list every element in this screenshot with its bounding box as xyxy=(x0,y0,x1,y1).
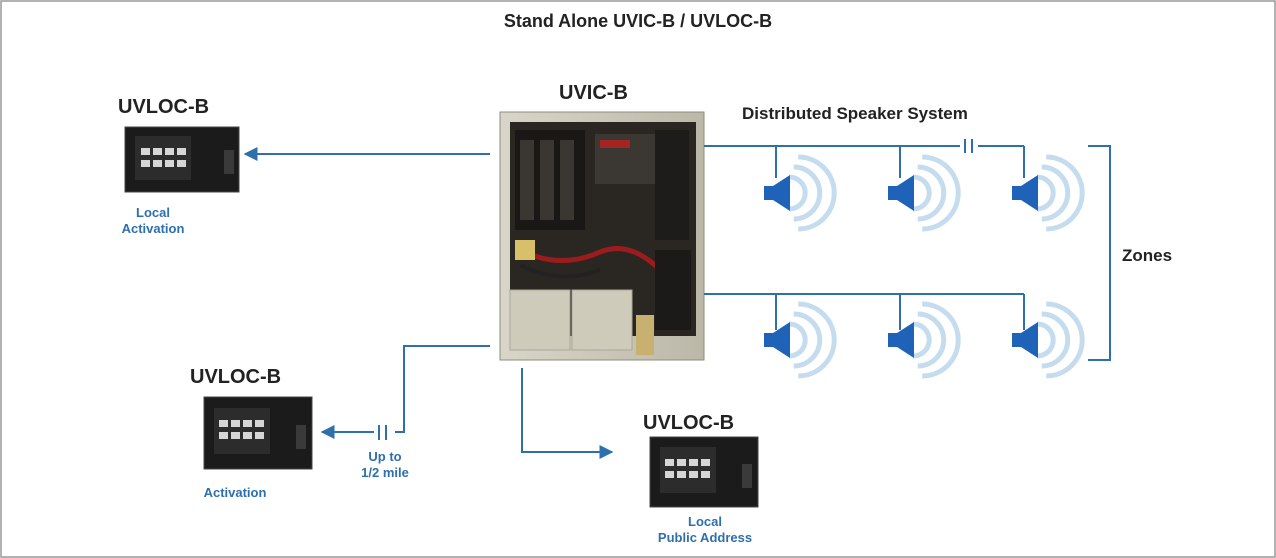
caption-3-line-2: Public Address xyxy=(657,530,753,545)
distance-note: Up to 1/2 mile xyxy=(340,449,430,481)
uvloc-b-panel-image-2 xyxy=(203,396,313,470)
link-uvloc-3 xyxy=(521,368,614,459)
speaker-icon xyxy=(764,301,837,379)
speaker-icon xyxy=(888,301,961,379)
caption-3-line-1: Local xyxy=(688,514,722,529)
uvic-b-enclosure-image xyxy=(499,111,705,361)
uvloc-b-panel-image-3 xyxy=(649,436,759,508)
uvloc-b-panel-image-1 xyxy=(124,126,240,193)
zones-bracket xyxy=(1088,145,1111,361)
uvloc-b-label-2: UVLOC-B xyxy=(190,366,282,388)
uvloc-b-caption-2: Activation xyxy=(203,485,267,500)
speaker-array xyxy=(764,154,1085,379)
uvic-b-label: UVIC-B xyxy=(559,82,628,104)
uvloc-b-label-3: UVLOC-B xyxy=(643,412,735,434)
zones-label: Zones xyxy=(1122,246,1173,265)
distance-break-marks xyxy=(378,139,973,440)
uvloc-b-caption-3: Local Public Address xyxy=(650,514,760,546)
speaker-icon xyxy=(1012,154,1085,232)
diagram-title: Stand Alone UVIC-B / UVLOC-B xyxy=(503,11,773,31)
speaker-icon xyxy=(1012,301,1085,379)
caption-1-line-2: Activation xyxy=(121,221,185,236)
caption-1-line-1: Local xyxy=(136,205,170,220)
speaker-icon xyxy=(764,154,837,232)
uvloc-b-caption-1: Local Activation xyxy=(108,205,198,237)
speaker-icon xyxy=(888,154,961,232)
distance-note-line-2: 1/2 mile xyxy=(361,465,409,480)
distance-note-line-1: Up to xyxy=(368,449,402,464)
connection-lines xyxy=(243,145,1111,459)
speaker-system-label: Distributed Speaker System xyxy=(742,104,968,123)
link-uvloc-2 xyxy=(395,345,490,433)
uvloc-b-label-1: UVLOC-B xyxy=(118,96,210,118)
